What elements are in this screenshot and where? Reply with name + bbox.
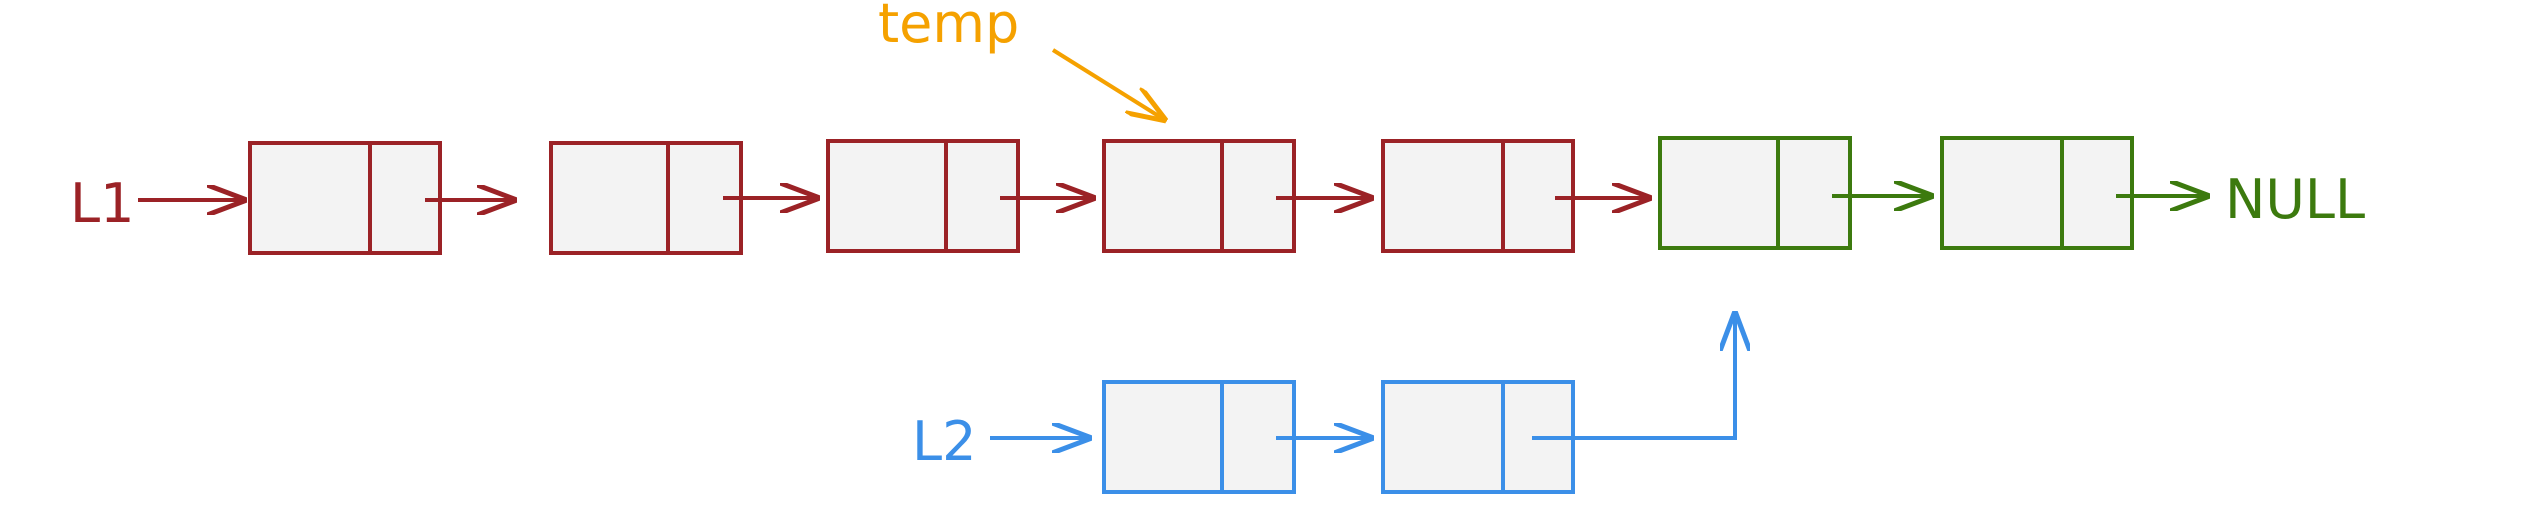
label-temp: temp <box>878 0 1019 55</box>
list1-node-3 <box>826 139 1020 253</box>
shared-node-2 <box>1940 136 2134 250</box>
label-l2: L2 <box>912 410 976 473</box>
temp-pointer-arrow <box>1051 48 1165 120</box>
list1-node-1 <box>248 141 442 255</box>
list2-node-1 <box>1102 380 1296 494</box>
label-l1: L1 <box>70 172 134 235</box>
list1-node-2 <box>549 141 743 255</box>
list1-node-4 <box>1102 139 1296 253</box>
label-null: NULL <box>2225 168 2365 231</box>
merge-arrow <box>1532 313 1735 440</box>
shared-node-1 <box>1658 136 1852 250</box>
list1-node-5 <box>1381 139 1575 253</box>
